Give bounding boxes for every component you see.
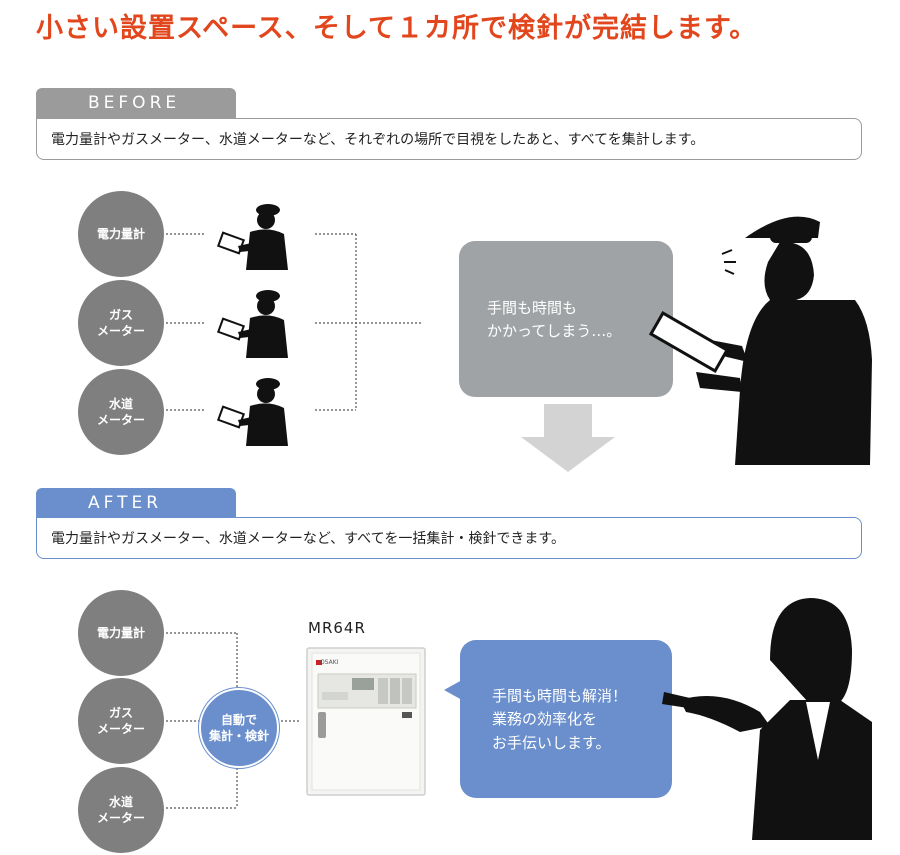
before-description: 電力量計やガスメーター、水道メーターなど、それぞれの場所で目視をしたあと、すべて… [36,118,862,160]
before-tab: BEFORE [36,88,236,118]
speech-bubble-tail [444,680,462,700]
after-tab: AFTER [36,488,236,518]
mr64r-device-image [306,647,426,796]
small-worker-icon-3 [216,378,288,446]
before-speech-bubble: 手間も時間も かかってしまう…。 [459,241,673,397]
before-meter-gas: ガス メーター [78,280,164,366]
before-meter-water: 水道 メーター [78,369,164,455]
after-meter-electric: 電力量計 [78,590,164,676]
before-meter-electric: 電力量計 [78,191,164,277]
auto-aggregation-hub: 自動で 集計・検針 [199,688,279,768]
small-worker-icon-2 [216,290,288,358]
device-brand-text: OSAKI [320,659,339,666]
before-connectors [166,233,422,411]
after-speech-bubble: 手間も時間も解消！ 業務の効率化を お手伝いします。 [460,640,672,798]
after-meter-gas: ガス メーター [78,678,164,764]
large-worker-icon [648,216,872,465]
device-model-label: MR64R [308,619,366,637]
small-worker-icon-1 [216,204,288,270]
page-headline: 小さい設置スペース、そして１カ所で検針が完結します。 [36,13,758,44]
after-description: 電力量計やガスメーター、水道メーターなど、すべてを一括集計・検針できます。 [36,517,862,559]
after-meter-water: 水道 メーター [78,767,164,853]
after-connectors [166,632,300,809]
businesswoman-icon [662,598,872,840]
transition-arrow [521,404,615,472]
